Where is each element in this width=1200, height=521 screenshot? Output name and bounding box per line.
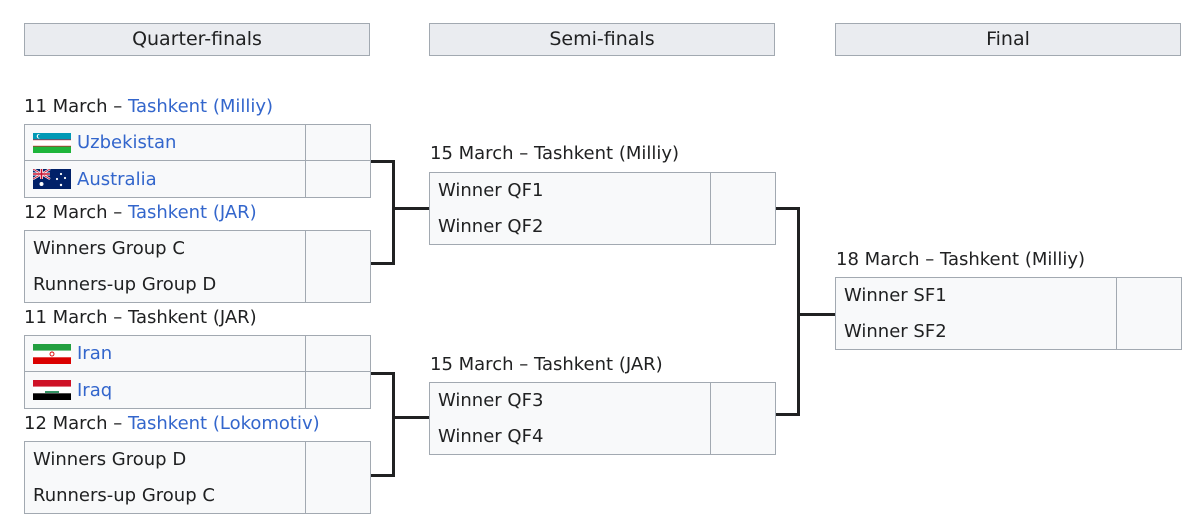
qf3-team1-cell: Iran [24, 335, 306, 372]
qf2-venue-link[interactable]: Tashkent (JAR) [127, 202, 257, 223]
qf1-venue-link[interactable]: Tashkent (Milliy) [127, 96, 274, 117]
connector-qf1-out [371, 160, 395, 163]
final-date-venue: 18 March – Tashkent (Milliy) [836, 249, 1086, 270]
connector-sf2-out [776, 413, 800, 416]
qf4-team2-score [306, 477, 371, 514]
qf1-date-venue: 11 March – Tashkent (Milliy) [24, 96, 273, 118]
connector-qf4-out [371, 474, 395, 477]
qf4-date: 12 March – [24, 413, 128, 434]
final-team1-score [1117, 277, 1182, 314]
final-team1-row: Winner SF1 [835, 277, 1182, 314]
sf2-team2-row: Winner QF4 [429, 418, 776, 455]
qf2-team2-score [306, 266, 371, 303]
connector-qf3-out [371, 372, 395, 375]
connector-qf12-vertical [392, 160, 395, 265]
qf1-team1-score [306, 124, 371, 161]
qf4-date-venue: 12 March – Tashkent (Lokomotiv) [24, 413, 320, 435]
sf1-date-venue: 15 March – Tashkent (Milliy) [430, 143, 680, 164]
sf2-date-venue: 15 March – Tashkent (JAR) [430, 354, 663, 375]
round-header-quarter-finals: Quarter-finals [24, 23, 370, 56]
iran-flag-icon [33, 343, 71, 364]
sf2-team1-cell: Winner QF3 [429, 382, 711, 419]
final-team1-cell: Winner SF1 [835, 277, 1117, 314]
final-team2-row: Winner SF2 [835, 313, 1182, 350]
final-team2-cell: Winner SF2 [835, 313, 1117, 350]
sf1-team1-cell: Winner QF1 [429, 172, 711, 209]
qf3-team2-row: Iraq [24, 372, 371, 409]
qf4-venue-link[interactable]: Tashkent (Lokomotiv) [127, 413, 320, 434]
round-header-semi-finals: Semi-finals [429, 23, 775, 56]
qf2-team2-cell: Runners-up Group D [24, 266, 306, 303]
australia-flag-icon [33, 169, 71, 189]
qf1-team1-cell: Uzbekistan [24, 124, 306, 161]
qf1-date: 11 March – [24, 96, 128, 117]
qf3-team1-row: Iran [24, 335, 371, 372]
qf1-team1-row: Uzbekistan [24, 124, 371, 161]
uzbekistan-flag-icon [33, 132, 71, 153]
qf3-team2-cell: Iraq [24, 372, 306, 409]
qf4-team2-cell: Runners-up Group C [24, 477, 306, 514]
sf1-team2-row: Winner QF2 [429, 208, 776, 245]
connector-sf-vertical [797, 207, 800, 416]
connector-qf2-out [371, 262, 395, 265]
sf1-team2-cell: Winner QF2 [429, 208, 711, 245]
connector-final-in [797, 313, 835, 316]
qf3-team2-link[interactable]: Iraq [77, 379, 113, 401]
connector-sf1-out [776, 207, 800, 210]
sf2-team1-score [711, 382, 776, 419]
final-team2-score [1117, 313, 1182, 350]
qf3-team1-link[interactable]: Iran [77, 343, 113, 364]
qf3-date-venue: 11 March – Tashkent (JAR) [24, 307, 257, 328]
sf1-team2-score [711, 208, 776, 245]
qf1-team2-row: Australia [24, 161, 371, 198]
sf1-team1-score [711, 172, 776, 209]
qf2-team1-row: Winners Group C [24, 230, 371, 267]
qf1-team2-link[interactable]: Australia [77, 168, 157, 190]
qf3-team1-score [306, 335, 371, 372]
sf2-team2-cell: Winner QF4 [429, 418, 711, 455]
sf1-team1-row: Winner QF1 [429, 172, 776, 209]
qf1-team2-cell: Australia [24, 161, 306, 198]
qf4-team1-row: Winners Group D [24, 441, 371, 478]
qf3-team2-score [306, 372, 371, 409]
iraq-flag-icon [33, 380, 71, 400]
connector-sf2-in [392, 416, 429, 419]
round-header-final: Final [835, 23, 1181, 56]
qf4-team1-score [306, 441, 371, 478]
qf2-date-venue: 12 March – Tashkent (JAR) [24, 202, 257, 224]
qf1-team2-score [306, 161, 371, 198]
connector-sf1-in [392, 207, 429, 210]
qf4-team2-row: Runners-up Group C [24, 477, 371, 514]
qf1-team1-link[interactable]: Uzbekistan [77, 132, 177, 153]
qf2-date: 12 March – [24, 202, 128, 223]
qf2-team1-cell: Winners Group C [24, 230, 306, 267]
sf2-team1-row: Winner QF3 [429, 382, 776, 419]
qf2-team1-score [306, 230, 371, 267]
connector-qf34-vertical [392, 372, 395, 477]
sf2-team2-score [711, 418, 776, 455]
qf2-team2-row: Runners-up Group D [24, 266, 371, 303]
qf4-team1-cell: Winners Group D [24, 441, 306, 478]
